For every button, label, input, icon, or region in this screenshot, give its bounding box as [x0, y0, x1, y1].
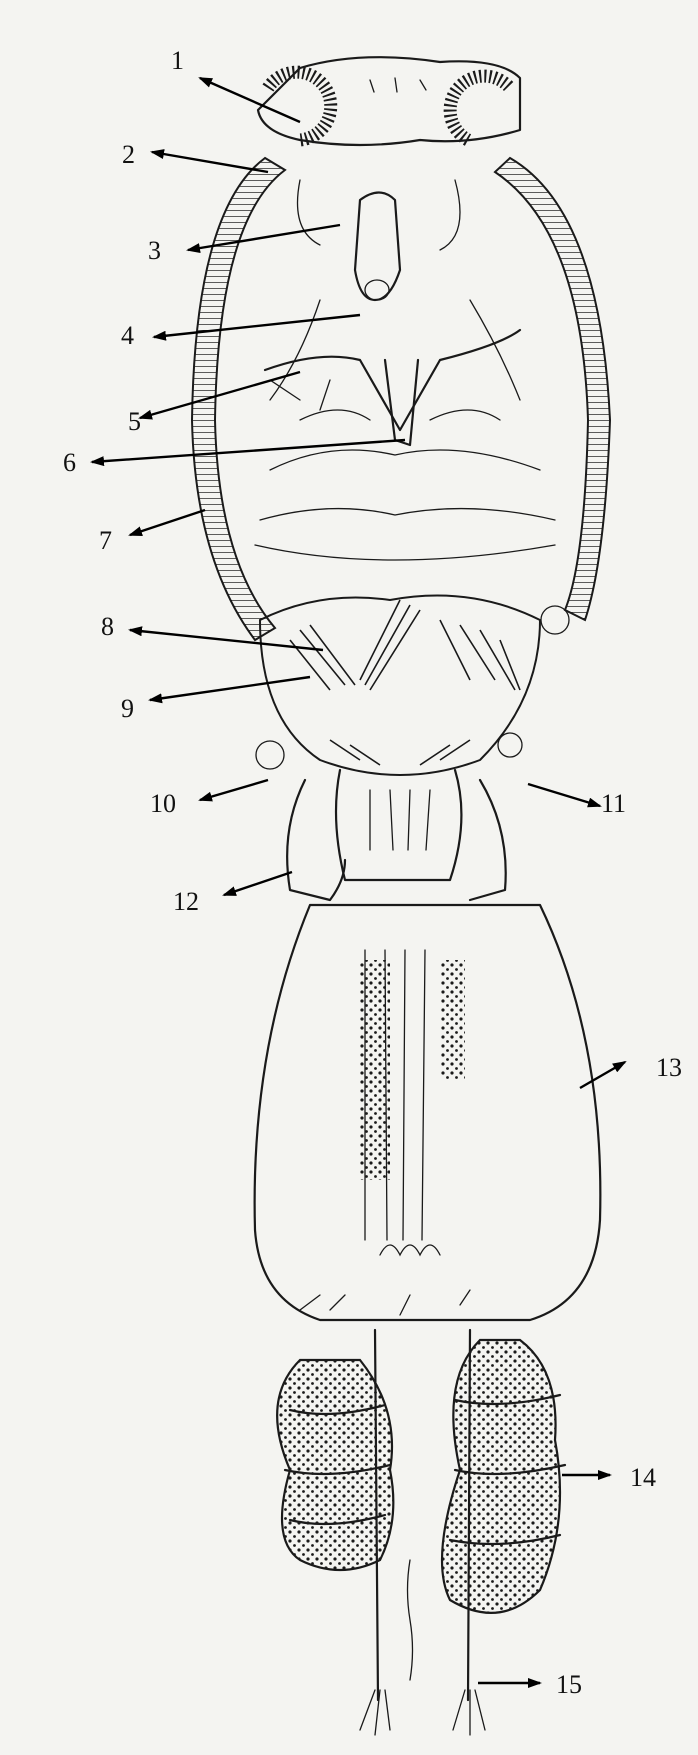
label-3: 3 — [148, 238, 161, 264]
label-4: 4 — [121, 323, 134, 349]
label-7: 7 — [99, 528, 112, 554]
label-10: 10 — [150, 791, 176, 817]
thorax — [255, 180, 569, 634]
head-capsule — [258, 57, 520, 145]
abdomen — [255, 905, 601, 1320]
mid-segment — [287, 770, 506, 900]
label-8: 8 — [101, 614, 114, 640]
posterior-lobes — [277, 1340, 565, 1613]
label-1: 1 — [171, 48, 184, 74]
carapace-ring — [192, 158, 610, 640]
label-12: 12 — [173, 889, 199, 915]
label-6: 6 — [63, 450, 76, 476]
label-9: 9 — [121, 696, 134, 722]
label-5: 5 — [128, 409, 141, 435]
label-14: 14 — [630, 1465, 656, 1491]
label-2: 2 — [122, 142, 135, 168]
setae-band — [256, 596, 540, 776]
label-15: 15 — [556, 1672, 582, 1698]
label-11: 11 — [601, 791, 626, 817]
label-13: 13 — [656, 1055, 682, 1081]
